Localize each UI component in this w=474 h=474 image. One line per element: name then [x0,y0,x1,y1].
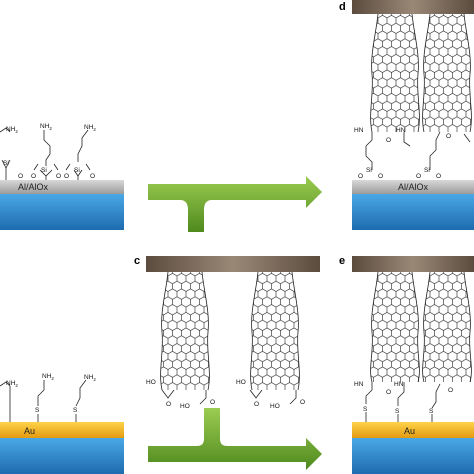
amine-label: NH2 [84,374,96,382]
carboxyl-label: HO [236,379,246,386]
panel-letter-e: e [339,255,345,267]
carbon-nanotube-icon-c1 [160,271,210,391]
amine-label: NH2 [6,380,18,388]
carbonyl-o-label: O [210,399,215,406]
amide-nh-label: HN [396,127,406,134]
substrate-label-top-right: Al/AlOx [398,182,429,192]
blue-layer [0,194,124,230]
amine-label: NH2 [42,373,54,381]
oxygen-label: O [436,173,441,180]
oxygen-label: O [64,173,69,180]
silicon-label: Si [424,167,430,174]
amide-nh-label: HN [354,127,364,134]
oxygen-label: O [416,173,421,180]
substrate-label-top-left: Al/AlOx [18,182,49,192]
electrode-bar-e [352,256,474,272]
amide-nh-label: HN [394,381,404,388]
substrate-bottom-right: Au [352,422,474,474]
sulfur-label: S [73,407,78,414]
carbon-nanotube-icon-c2 [250,271,300,391]
electrode-bar-c [146,256,320,272]
gold-layer [352,422,474,438]
carboxyl-label: HO [146,379,156,386]
amine-label: NH2 [6,126,18,134]
aloX-layer [0,180,124,194]
substrate-label-bottom-left: Au [24,426,35,436]
amine-subscript: 2 [15,129,18,134]
amide-nh-label: HN [354,381,364,388]
amine-subscript: 2 [51,376,54,381]
substrate-label-bottom-right: Au [404,426,415,436]
blue-layer [352,194,474,230]
electrode-bar-top [352,0,474,14]
oxygen-label: O [378,173,383,180]
panel-letter-c: c [134,255,140,267]
amine-subscript: 2 [15,383,18,388]
carbon-nanotube-icon-d1 [370,13,420,133]
blue-layer [352,438,474,474]
oxygen-label: O [90,173,95,180]
blue-layer [0,438,124,474]
carboxyl-label: HO [270,403,280,410]
silicon-label: Si [41,167,47,174]
carbonyl-o-label: O [300,399,305,406]
carbon-nanotube-icon-e2 [422,271,472,383]
amide-thiol-linkers-e: HN HN O O S S S [354,381,453,422]
panel-letter-d: d [339,1,346,13]
amine-subscript: 2 [93,127,96,132]
substrate-bottom-left: Au [0,422,124,474]
carbon-nanotube-icon-e1 [370,271,420,383]
sulfur-label: S [363,406,368,413]
oxygen-label: O [56,173,61,180]
substrate-top-right: Al/AlOx [352,180,474,230]
sulfur-label: S [395,408,400,415]
aloX-layer [352,180,474,194]
carbonyl-o-label: O [386,389,391,396]
silicon-label: Si [74,167,80,174]
silane-layer-top-left: NH2 Si NH2 Si NH2 Si O O O O O [0,123,96,180]
silicon-label: Si [366,167,372,174]
carbonyl-o-label: O [254,401,259,408]
amine-label: NH2 [84,124,96,132]
amine-label: NH2 [40,123,52,131]
carbonyl-o-label: O [448,387,453,394]
carboxyl-label: HO [180,403,190,410]
amine-subscript: 2 [93,377,96,382]
carbonyl-o-label: O [446,133,451,140]
gold-layer [0,422,124,438]
carbonyl-o-label: O [386,137,391,144]
green-arrow-icon-top [148,176,322,232]
carbonyl-o-label: O [166,401,171,408]
substrate-top-left: Al/AlOx [0,180,124,230]
amide-linkers-d: HN HN O O Si Si O O O O [354,127,471,180]
sulfur-label: S [429,408,434,415]
silicon-label: Si [3,160,9,167]
green-arrow-icon-bottom [148,408,322,470]
amine-subscript: 2 [49,126,52,131]
oxygen-label: O [31,173,36,180]
oxygen-label: O [358,173,363,180]
thiol-layer-bottom-left: NH2 NH2 S NH2 S [0,373,96,422]
carbon-nanotube-icon-d2 [422,13,472,133]
carboxyl-groups-c: HO HO HO HO O O O O [146,379,305,410]
sulfur-label: S [35,407,40,414]
oxygen-label: O [18,173,23,180]
